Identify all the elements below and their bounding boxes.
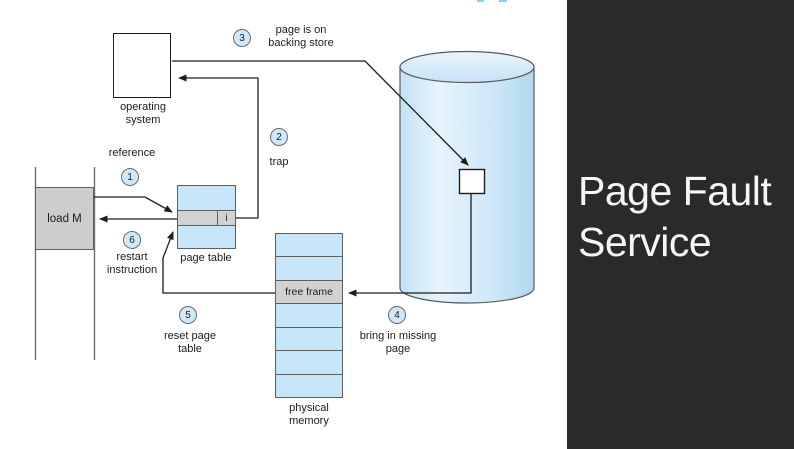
- memory-frame: [276, 350, 342, 374]
- slide-title-line2: Service: [578, 219, 712, 265]
- step-5-label: reset page table: [164, 330, 216, 355]
- step-6-badge: 6: [123, 231, 141, 249]
- step-3-badge: 3: [233, 29, 251, 47]
- invalid-bit-cell: i: [217, 211, 235, 225]
- arrow-page-on-backing-store: [172, 60, 469, 166]
- page-table-label: page table: [180, 252, 232, 264]
- backing-store-cylinder-top: [399, 50, 535, 84]
- step-5-badge: 5: [179, 306, 197, 324]
- free-frame-cell: free frame: [276, 279, 342, 304]
- page-table-row-invalid: i: [178, 211, 235, 226]
- memory-frame: [276, 326, 342, 351]
- slide-title-panel: Page Fault Service: [567, 0, 794, 449]
- page-table: i: [177, 185, 236, 249]
- step-6-label: restart instruction: [106, 251, 158, 276]
- memory-frame: [276, 373, 342, 397]
- step-1-label: reference: [108, 147, 156, 159]
- step-4-label: bring in missing page: [359, 330, 437, 355]
- step-4-badge: 4: [388, 306, 406, 324]
- memory-frame: [276, 256, 342, 280]
- operating-system-label: operating system: [120, 101, 166, 126]
- slide-title: Page Fault Service: [578, 166, 772, 268]
- page-on-disk-square: [458, 168, 486, 195]
- page-table-row: [178, 186, 235, 211]
- step-3-label: page is on backing store: [268, 24, 334, 49]
- arrow-trap: [178, 74, 259, 219]
- arrow-bring-in-missing-page: [348, 193, 472, 297]
- load-m-box: load M: [35, 187, 94, 250]
- step-1-badge: 1: [121, 168, 139, 186]
- physical-memory-label: physical memory: [289, 402, 329, 427]
- cropped-graphic-artifact: [477, 0, 484, 2]
- operating-system-box: [113, 33, 171, 98]
- step-2-badge: 2: [270, 128, 288, 146]
- cropped-graphic-artifact: [499, 0, 507, 2]
- slide-title-line1: Page Fault: [578, 168, 772, 214]
- arrow-reset-page-table: [162, 231, 275, 294]
- page-table-row: [178, 226, 235, 248]
- arrow-reference: [94, 196, 173, 213]
- memory-frame: [276, 303, 342, 327]
- page-table-entry: [178, 211, 217, 225]
- physical-memory: free frame: [275, 233, 343, 398]
- step-2-label: trap: [269, 156, 289, 168]
- memory-frame: [276, 234, 342, 257]
